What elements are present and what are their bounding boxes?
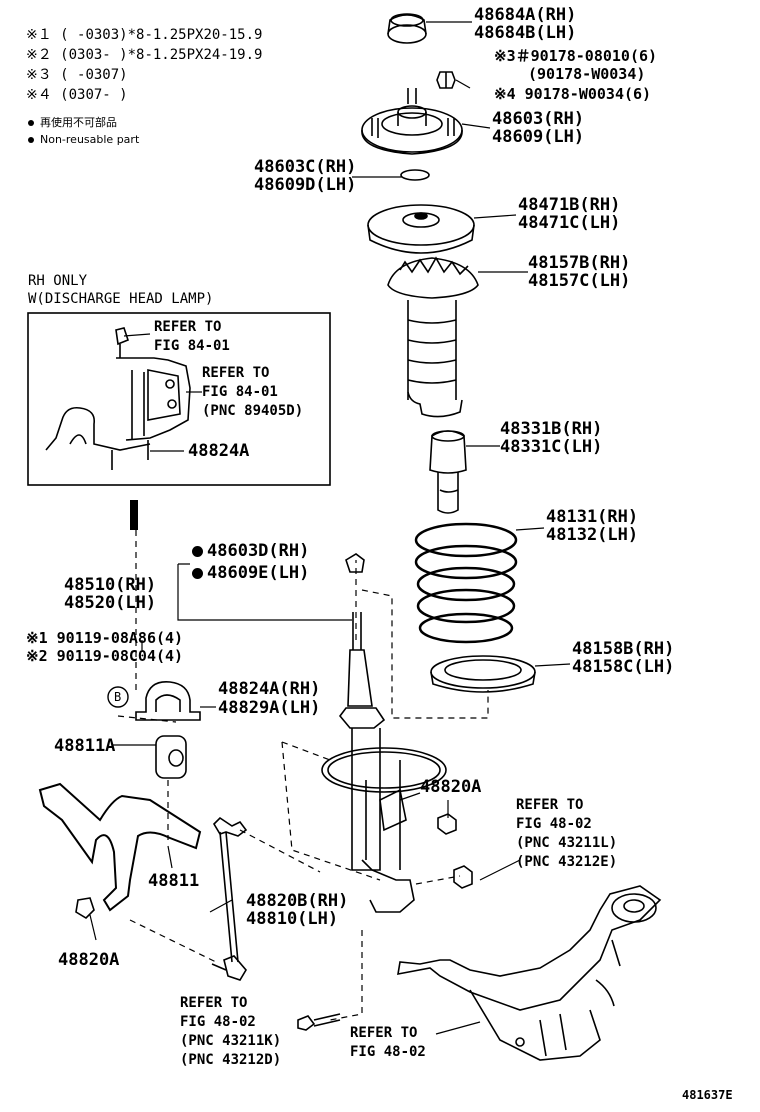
label-48157C: 48157C(LH) — [528, 271, 631, 291]
label-48603D: 48603D(RH) — [192, 542, 309, 561]
label-48331C: 48331C(LH) — [500, 437, 603, 457]
stabilizer-link-icon — [211, 816, 248, 981]
nonreusable-dot-icon — [192, 545, 203, 557]
label-48609: 48609(LH) — [492, 127, 585, 147]
label-48684A: 48684A(RH) — [474, 5, 577, 25]
bearing-ring-icon — [400, 169, 430, 181]
spring-lower-insulator-icon — [430, 655, 536, 693]
label-48510: 48510(RH) — [64, 575, 157, 595]
label-48811: 48811 — [148, 871, 200, 891]
refer-3a: REFER TO — [516, 797, 584, 813]
refer-4a: REFER TO — [180, 995, 248, 1011]
label-48131: 48131(RH) — [546, 507, 639, 527]
label-48132: 48132(LH) — [546, 525, 639, 545]
note-3: ※３ ( -0307) — [26, 67, 128, 83]
label-note3-bolt: ※3＃90178-08010(6) — [494, 47, 658, 65]
bump-stopper-icon — [429, 430, 467, 514]
spring-upper-seat-icon — [367, 204, 475, 254]
bound-cushion-icon — [387, 13, 427, 44]
note-1: ※１ ( -0303)*8-1.25PX20-15.9 — [26, 27, 263, 43]
label-48810: 48810(LH) — [246, 909, 339, 929]
label-note3-bolt-alt: (90178-W0034) — [528, 65, 646, 83]
inset-heading-2: W(DISCHARGE HEAD LAMP) — [28, 291, 214, 307]
refer-3b: FIG 48-02 — [516, 816, 592, 832]
circle-b — [107, 686, 129, 708]
leader-lines — [89, 21, 571, 1035]
label-note4-bolt: ※4 90178-W0034(6) — [494, 85, 652, 103]
nut-icon — [436, 71, 456, 89]
shock-absorber-icon — [321, 553, 447, 913]
inset-box — [27, 312, 331, 486]
label-48520: 48520(LH) — [64, 593, 157, 613]
nonreusable-dot-icon — [192, 567, 203, 579]
inset-heading-1: RH ONLY — [28, 273, 88, 289]
inset-refer-2: REFER TO — [202, 365, 270, 381]
label-48158C: 48158C(LH) — [572, 657, 675, 677]
refer-3c: (PNC 43211L) — [516, 835, 618, 851]
refer-4d: (PNC 43212D) — [180, 1052, 282, 1068]
inset-refer-2b: FIG 84-01 — [202, 384, 278, 400]
refer-4b: FIG 48-02 — [180, 1014, 256, 1030]
label-48820B: 48820B(RH) — [246, 891, 349, 911]
label-48331B: 48331B(RH) — [500, 419, 603, 439]
bullet-icon — [28, 137, 34, 143]
label-48684B: 48684B(LH) — [474, 23, 577, 43]
inset-part-label: 48824A — [188, 441, 250, 461]
sensor-bracket-icon — [45, 327, 191, 470]
label-48158B: 48158B(RH) — [572, 639, 675, 659]
label-48471B: 48471B(RH) — [518, 195, 621, 215]
bullet-icon — [28, 120, 34, 126]
inset-refer-1b: FIG 84-01 — [154, 338, 230, 354]
label-48609E: 48609E(LH) — [192, 564, 309, 583]
label-48603: 48603(RH) — [492, 109, 585, 129]
label-48820A-right: 48820A — [420, 777, 482, 797]
nut-icon-2 — [75, 897, 95, 920]
note-2: ※２ (0303- )*8-1.25PX24-19.9 — [26, 47, 263, 63]
note-4: ※４ (0307- ) — [26, 87, 128, 103]
suspension-support-icon — [361, 88, 463, 155]
coil-spring-icon — [414, 522, 518, 644]
dashed-guides — [117, 530, 489, 1021]
label-48157B: 48157B(RH) — [528, 253, 631, 273]
refer-3d: (PNC 43212E) — [516, 854, 618, 870]
stabilizer-bushing-icon — [155, 735, 187, 779]
inset-refer-1: REFER TO — [154, 319, 222, 335]
diagram-id: 481637E — [682, 1088, 733, 1102]
label-48824A: 48824A(RH) — [218, 679, 321, 699]
label-48603C: 48603C(RH) — [254, 157, 357, 177]
label-48609D: 48609D(LH) — [254, 175, 357, 195]
circle-b-label: B — [114, 690, 122, 704]
label-48811A: 48811A — [54, 736, 116, 756]
refer-4c: (PNC 43211K) — [180, 1033, 282, 1049]
refer-5a: REFER TO — [350, 1025, 418, 1041]
nonreusable-jp: 再使用不可部品 — [28, 115, 117, 130]
bushing-bracket-icon — [135, 681, 201, 721]
label-48820A-left: 48820A — [58, 950, 120, 970]
label-48471C: 48471C(LH) — [518, 213, 621, 233]
steering-knuckle-icon — [397, 885, 662, 1061]
inset-refer-2c: (PNC 89405D) — [202, 403, 304, 419]
nut-icon-4 — [453, 865, 473, 889]
stabilizer-bar-icon — [38, 782, 202, 912]
spring-bumper-boot-icon — [387, 256, 479, 418]
label-90119-b: ※2 90119-08C04(4) — [26, 647, 184, 665]
refer-5b: FIG 48-02 — [350, 1044, 426, 1060]
label-48829A: 48829A(LH) — [218, 698, 321, 718]
bolt-icon — [297, 1013, 341, 1031]
nut-icon-3 — [437, 813, 457, 835]
label-90119-a: ※1 90119-08A86(4) — [26, 629, 184, 647]
nonreusable-en: Non-reusable part — [28, 132, 139, 147]
